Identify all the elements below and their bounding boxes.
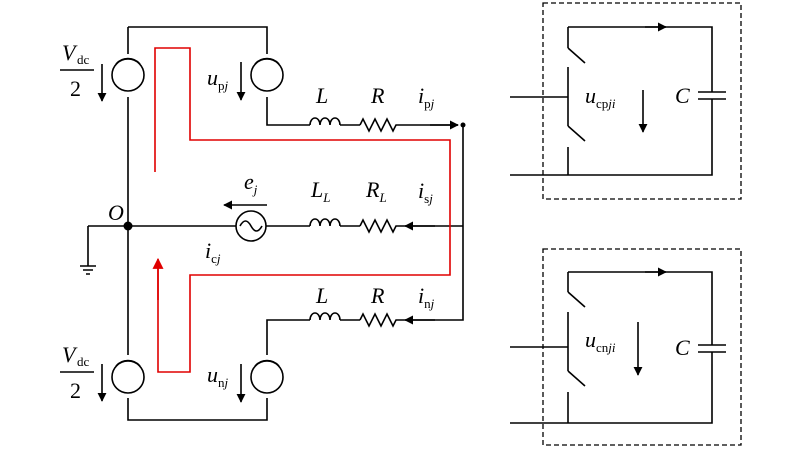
dc-source-upper (111, 57, 145, 92)
label-vdc-lower-den: 2 (70, 378, 81, 403)
label-ucnji: ucnji (585, 327, 616, 355)
submodule-lower (510, 248, 742, 446)
inductor-upper (309, 117, 341, 126)
label-ipj: ipj (418, 83, 435, 111)
label-r-lower: R (370, 283, 385, 308)
label-ej: ej (244, 169, 258, 197)
label-icj: icj (205, 238, 221, 266)
circulating-current-path (154, 47, 451, 373)
label-vdc-lower-sub: dc (77, 354, 90, 369)
label-vdc-lower: V dc 2 (60, 342, 94, 403)
label-c-upper: C (675, 83, 690, 108)
label-ucpji: ucpji (585, 83, 616, 111)
resistor-lower (359, 312, 398, 328)
inductor-load (309, 218, 341, 227)
submodule-voltage-lower (250, 359, 284, 394)
circuit-wires (80, 26, 466, 421)
submodule-upper (510, 2, 742, 200)
label-isj: isj (418, 178, 433, 206)
submodule-voltage-upper (250, 57, 284, 92)
resistor-load (359, 218, 398, 234)
label-vdc-lower-v: V (62, 342, 78, 367)
label-inj: inj (418, 283, 435, 311)
label-l-upper: L (315, 83, 328, 108)
label-vdc-upper-sub: dc (77, 52, 90, 67)
label-vdc-upper-v: V (62, 40, 78, 65)
label-c-lower: C (675, 335, 690, 360)
label-rl: RL (365, 177, 387, 205)
dc-source-lower (111, 359, 145, 394)
label-upj: upj (207, 65, 229, 93)
label-r-upper: R (370, 83, 385, 108)
label-node-o: O (108, 200, 124, 225)
node-p-dot (460, 122, 466, 128)
label-ll: LL (310, 177, 330, 205)
label-l-lower: L (315, 283, 328, 308)
label-vdc-upper: V dc 2 (60, 40, 94, 101)
resistor-upper (359, 117, 398, 133)
ac-source (235, 210, 267, 242)
node-o-dot (123, 221, 133, 231)
inductor-lower (309, 312, 341, 321)
label-unj: unj (207, 362, 229, 390)
label-vdc-upper-den: 2 (70, 76, 81, 101)
